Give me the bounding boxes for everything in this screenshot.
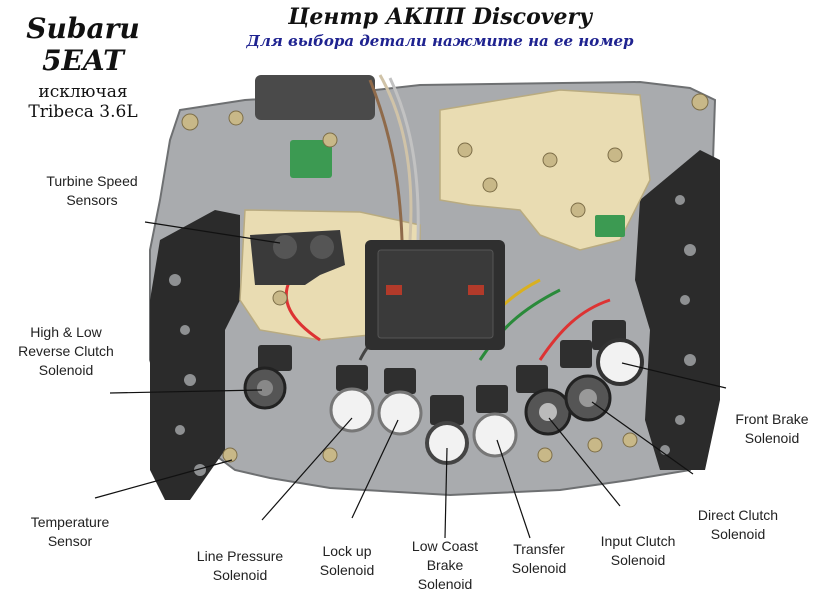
tcm-red-marker-left — [386, 285, 402, 295]
label-transfer-solenoid[interactable]: Transfer Solenoid — [496, 540, 582, 578]
label-line: Reverse Clutch — [18, 343, 114, 359]
label-line: Temperature — [30, 514, 110, 530]
label-line: Lock up — [322, 543, 372, 559]
label-line: Solenoid — [511, 560, 567, 576]
label-high-low-reverse-clutch-solenoid[interactable]: High & Low Reverse Clutch Solenoid — [4, 323, 128, 380]
leader-lines — [94, 221, 727, 539]
label-temperature-sensor[interactable]: Temperature Sensor — [10, 513, 130, 551]
label-line: Low Coast — [411, 538, 479, 554]
leader-low-coast-brake — [444, 447, 448, 539]
bolts — [181, 93, 709, 463]
label-low-coast-brake-solenoid[interactable]: Low Coast Brake Solenoid — [398, 537, 492, 594]
label-line: Solenoid — [610, 552, 666, 568]
tcm-red-marker-right — [468, 285, 484, 295]
label-front-brake-solenoid[interactable]: Front Brake Solenoid — [718, 410, 826, 448]
leader-lock-up — [351, 419, 399, 519]
label-lock-up-solenoid[interactable]: Lock up Solenoid — [305, 542, 389, 580]
green-connector — [290, 140, 332, 178]
turbine-speed-sensor-1 — [273, 235, 297, 259]
label-line: Solenoid — [417, 576, 473, 592]
line-pressure-solenoid — [329, 387, 375, 433]
brand-excluded-model: Tribeca 3.6L — [28, 102, 138, 122]
label-turbine-speed-sensors[interactable]: Turbine Speed Sensors — [22, 172, 162, 210]
leader-line-pressure — [261, 417, 353, 521]
label-line: Line Pressure — [196, 548, 284, 564]
label-line-pressure-solenoid[interactable]: Line Pressure Solenoid — [178, 547, 302, 585]
label-line: Solenoid — [744, 430, 800, 446]
leader-high-low-reverse — [109, 389, 263, 394]
brand-make: Subaru — [26, 12, 140, 45]
leader-input-clutch — [548, 417, 621, 507]
lock-up-solenoid — [377, 390, 423, 436]
leader-turbine-speed — [144, 221, 281, 244]
label-line: Sensors — [66, 192, 118, 208]
page-title: Центр АКПП Discovery — [288, 4, 592, 30]
label-line: Solenoid — [710, 526, 766, 542]
turbine-speed-sensor-2 — [310, 235, 334, 259]
label-line: Sensor — [47, 533, 93, 549]
tcm-connector-inner — [377, 249, 494, 339]
leader-front-brake — [621, 362, 727, 389]
label-line: Direct Clutch — [697, 507, 779, 523]
transfer-solenoid — [472, 412, 518, 458]
leader-direct-clutch — [591, 401, 694, 475]
gasket-holes — [169, 195, 696, 476]
label-line: Solenoid — [319, 562, 375, 578]
label-line: Front Brake — [735, 411, 809, 427]
label-line: Input Clutch — [600, 533, 676, 549]
right-gasket — [635, 150, 720, 470]
label-input-clutch-solenoid[interactable]: Input Clutch Solenoid — [586, 532, 690, 570]
upper-harness-block — [255, 75, 375, 120]
solenoids — [243, 320, 644, 465]
label-line: Solenoid — [38, 362, 94, 378]
front-brake-solenoid — [596, 338, 644, 386]
label-line: High & Low — [30, 324, 102, 340]
brand-exclusion: исключая — [38, 82, 128, 102]
green-connector-right — [595, 215, 625, 237]
page-subtitle: Для выбора детали нажмите на ее номер — [246, 32, 634, 50]
leader-transfer — [496, 439, 531, 539]
label-line: Brake — [426, 557, 464, 573]
upper-plate — [439, 89, 651, 251]
label-line: Turbine Speed — [46, 173, 138, 189]
label-line: Solenoid — [212, 567, 268, 583]
brand-model: 5EAT — [42, 44, 124, 77]
leader-temperature — [94, 459, 233, 499]
label-line: Transfer — [513, 541, 565, 557]
label-direct-clutch-solenoid[interactable]: Direct Clutch Solenoid — [682, 506, 794, 544]
